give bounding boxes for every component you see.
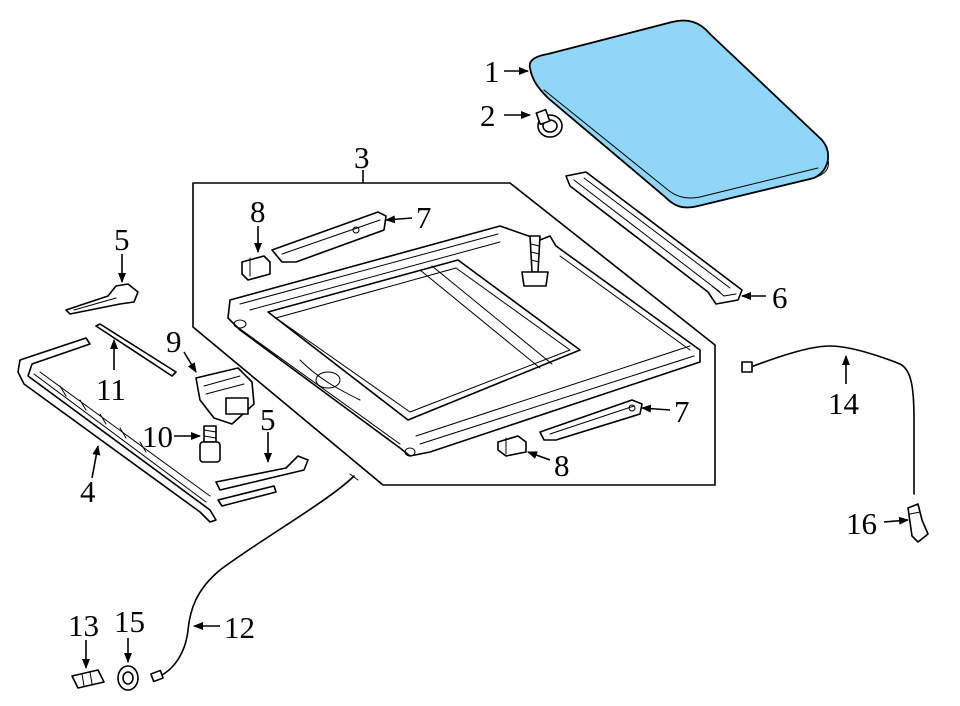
callout-4: 4 <box>80 474 96 509</box>
grommet-part-15 <box>117 665 139 691</box>
callout-6: 6 <box>772 280 788 315</box>
callout-3: 3 <box>354 140 370 175</box>
leader-lines <box>82 67 909 669</box>
guide-part-5-lower <box>215 455 309 507</box>
drain-hose-part-14 <box>741 345 915 495</box>
plug-part-13 <box>71 669 105 689</box>
callout-9: 9 <box>166 324 182 359</box>
deflector-part-4 <box>17 337 217 523</box>
bracket-part-7-lower <box>539 399 643 441</box>
callout-7-upper: 7 <box>416 200 432 235</box>
bolt-part-2 <box>535 108 563 138</box>
guide-part-5-upper <box>65 283 139 315</box>
frame-bolt <box>521 235 549 287</box>
callout-5-lower: 5 <box>260 402 276 437</box>
callout-5-upper: 5 <box>114 222 130 257</box>
callout-16: 16 <box>846 506 877 541</box>
callout-8-upper: 8 <box>250 194 266 229</box>
callout-2: 2 <box>480 98 496 133</box>
motor-part-9 <box>195 367 255 425</box>
frame-assembly-part-3 <box>192 182 716 486</box>
side-rail-part-6 <box>565 171 743 305</box>
drain-hose-part-12 <box>150 473 359 683</box>
callout-7-lower: 7 <box>674 394 690 429</box>
screw-part-10 <box>199 425 221 463</box>
clip-part-8-lower <box>497 435 527 457</box>
seal-strip-part-11 <box>95 323 177 377</box>
fitting-part-16 <box>907 503 929 543</box>
callout-10: 10 <box>142 419 173 454</box>
callout-8-lower: 8 <box>554 448 570 483</box>
callout-15: 15 <box>114 604 145 639</box>
callout-11: 11 <box>96 372 126 407</box>
callout-13: 13 <box>68 608 99 643</box>
clip-part-8-upper <box>241 255 271 281</box>
bracket-part-7-upper <box>271 211 387 263</box>
callout-labels: 1 2 3 4 5 5 6 7 7 8 8 9 10 11 12 13 14 1… <box>68 54 877 645</box>
callout-1: 1 <box>484 54 500 89</box>
callout-14: 14 <box>828 386 860 421</box>
glass-panel-part-1 <box>528 19 829 209</box>
callout-12: 12 <box>224 610 255 645</box>
